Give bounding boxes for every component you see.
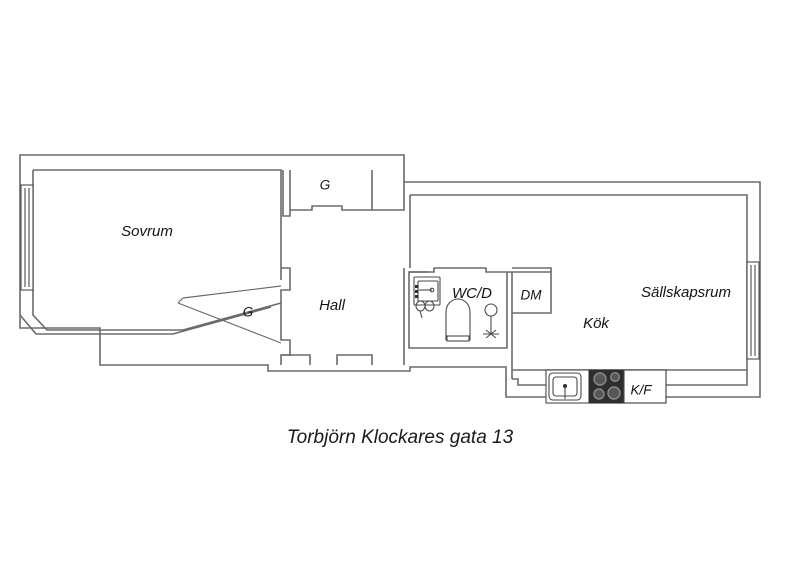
kitchen-sink-drain: [563, 384, 567, 388]
floor-drain-base: [483, 329, 499, 339]
closet-diagonal-left-tip: [177, 297, 184, 304]
room-label-closet-top: G: [320, 178, 331, 193]
toilet-tank: [446, 335, 470, 342]
closet-top-walls: [289, 170, 373, 211]
bathroom-fixtures-group: [413, 276, 499, 342]
hall-bottom-wall: [281, 354, 373, 365]
bathroom-sink: [415, 300, 435, 312]
room-label-hall: Hall: [319, 297, 346, 314]
room-label-dm: DM: [521, 288, 543, 303]
room-label-sovrum: Sovrum: [121, 223, 173, 240]
washer-knob-1: [415, 285, 419, 288]
stove-burner-front-right: [607, 386, 621, 400]
toilet-bowl: [445, 298, 471, 341]
hall-left-wall-lower: [280, 303, 291, 365]
room-label-kf: K/F: [630, 383, 652, 398]
room-label-closet-diagonal: G: [243, 305, 254, 320]
exterior-wall-outline: [19, 154, 761, 398]
dm-group: [507, 267, 552, 314]
kitchen-appliances-group: [545, 369, 667, 404]
closet-diagonal-lower-edge: [177, 302, 282, 344]
hall-group: [280, 267, 405, 365]
kitchen-sink-outer: [548, 372, 582, 401]
exterior-wall-group: [19, 154, 761, 398]
room-label-kok: Kök: [583, 315, 610, 332]
kitchen-group: [511, 313, 747, 379]
window-right-group: [746, 261, 760, 360]
window-sovrum-frame: [20, 184, 34, 291]
fridge-freezer: [623, 369, 667, 404]
closet-diagonal-upper-edge: [182, 285, 282, 299]
dm-top-jamb: [507, 267, 552, 273]
hall-left-wall: [280, 267, 291, 303]
room-labels-group: Sovrum G G Hall WC/D DM Kök K/F Sällskap…: [121, 178, 731, 398]
washer-dial: [429, 287, 435, 293]
floor-drain-ring: [484, 303, 498, 317]
room-label-sallskapsrum: Sällskapsrum: [641, 284, 731, 301]
stove-burner-rear-left: [593, 372, 607, 386]
closet-top-left-nub: [282, 170, 291, 217]
stove-burner-rear-right: [610, 372, 621, 383]
closet-top-group: [282, 170, 405, 217]
closet-top-right-wall: [372, 182, 405, 211]
washer-knob-3: [415, 295, 419, 298]
washing-machine: [413, 276, 441, 306]
washer-knob-2: [415, 290, 419, 293]
closet-diagonal-group: [177, 285, 282, 344]
bathroom-group: [408, 267, 508, 349]
dm-box-walls: [511, 271, 552, 314]
bathroom-walls: [408, 267, 508, 349]
room-label-wc-d: WC/D: [452, 285, 492, 302]
window-sallskapsrum-frame: [746, 261, 760, 360]
sink-spout: [419, 310, 423, 319]
window-left-group: [20, 184, 34, 291]
stove-burner-front-left: [593, 388, 605, 400]
plan-title: Torbjörn Klockares gata 13: [287, 427, 514, 448]
